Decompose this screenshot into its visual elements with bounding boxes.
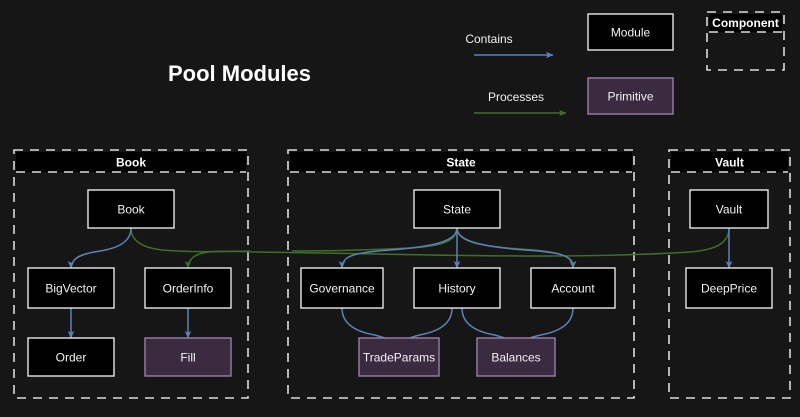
section-vault: Vault [668,149,791,399]
node-state-box[interactable] [413,189,501,229]
node-balances-label: Balances [491,351,540,365]
section-book-frame [13,149,249,399]
legend-contains-label: Contains [465,32,512,46]
node-orderinfo[interactable]: OrderInfo [144,267,232,309]
legend-module-label: Module [611,26,651,40]
section-book: Book [13,149,249,399]
node-bigvector-label: BigVector [45,282,96,296]
node-tradeparams[interactable]: TradeParams [358,337,440,377]
legend-edge-processes: Processes [474,90,567,117]
node-vault-label: Vault [716,203,743,217]
node-account-box[interactable] [530,267,616,309]
section-book-header-band [16,152,246,172]
legend-component-header-band [709,14,782,32]
node-history-box[interactable] [413,267,501,309]
page-title: Pool Modules [168,61,311,86]
legend-edge-contains: Contains [465,32,554,59]
node-vault-box[interactable] [689,189,769,229]
node-state-label: State [443,203,471,217]
section-state-label: State [446,156,476,170]
node-account[interactable]: Account [530,267,616,309]
edge-state-to-governance [338,227,458,269]
edge-book-to-bigvector [67,227,132,269]
node-fill-box[interactable] [144,337,232,377]
legend-component-frame [706,11,785,71]
legend-component-label: Component [712,16,779,30]
node-governance-box[interactable] [300,267,384,309]
legend-processes-label: Processes [488,90,544,104]
node-fill-label: Fill [180,351,195,365]
edge-book-to-orderinfo-processes [130,227,251,253]
node-governance-label: Governance [309,282,375,296]
section-vault-frame [668,149,791,399]
node-book-label: Book [117,203,145,217]
node-state[interactable]: State [413,189,501,229]
legend-shape-component: Component [706,11,785,71]
legend-shape-module: Module [587,13,674,51]
node-governance[interactable]: Governance [300,267,384,309]
node-bigvector[interactable]: BigVector [27,267,115,309]
node-bigvector-box[interactable] [27,267,115,309]
node-deepprice[interactable]: DeepPrice [685,267,773,309]
node-order-label: Order [56,351,87,365]
section-book-label: Book [116,156,146,170]
section-vault-label: Vault [715,156,744,170]
node-book[interactable]: Book [87,189,175,229]
section-vault-header-band [671,152,788,172]
section-state-frame [287,149,635,399]
node-book-box[interactable] [87,189,175,229]
edge-state-to-account [456,227,577,269]
node-orderinfo-label: OrderInfo [163,282,214,296]
node-vault[interactable]: Vault [689,189,769,229]
node-balances[interactable]: Balances [476,337,556,377]
node-orderinfo-box[interactable] [144,267,232,309]
node-tradeparams-box[interactable] [358,337,440,377]
node-order[interactable]: Order [27,337,115,377]
legend-primitive-label: Primitive [607,90,653,104]
node-order-box[interactable] [27,337,115,377]
node-fill[interactable]: Fill [144,337,232,377]
section-state: State [287,149,635,399]
legend-shape-primitive: Primitive [587,77,674,115]
legend-module-box [587,13,674,51]
node-balances-box[interactable] [476,337,556,377]
node-history[interactable]: History [413,267,501,309]
node-account-label: Account [551,282,595,296]
node-tradeparams-label: TradeParams [363,351,435,365]
section-state-header-band [290,152,632,172]
node-deepprice-box[interactable] [685,267,773,309]
edge-vault-to-orderinfo-processes [184,227,730,269]
node-history-label: History [438,282,475,296]
node-deepprice-label: DeepPrice [701,282,757,296]
legend-primitive-box [587,77,674,115]
